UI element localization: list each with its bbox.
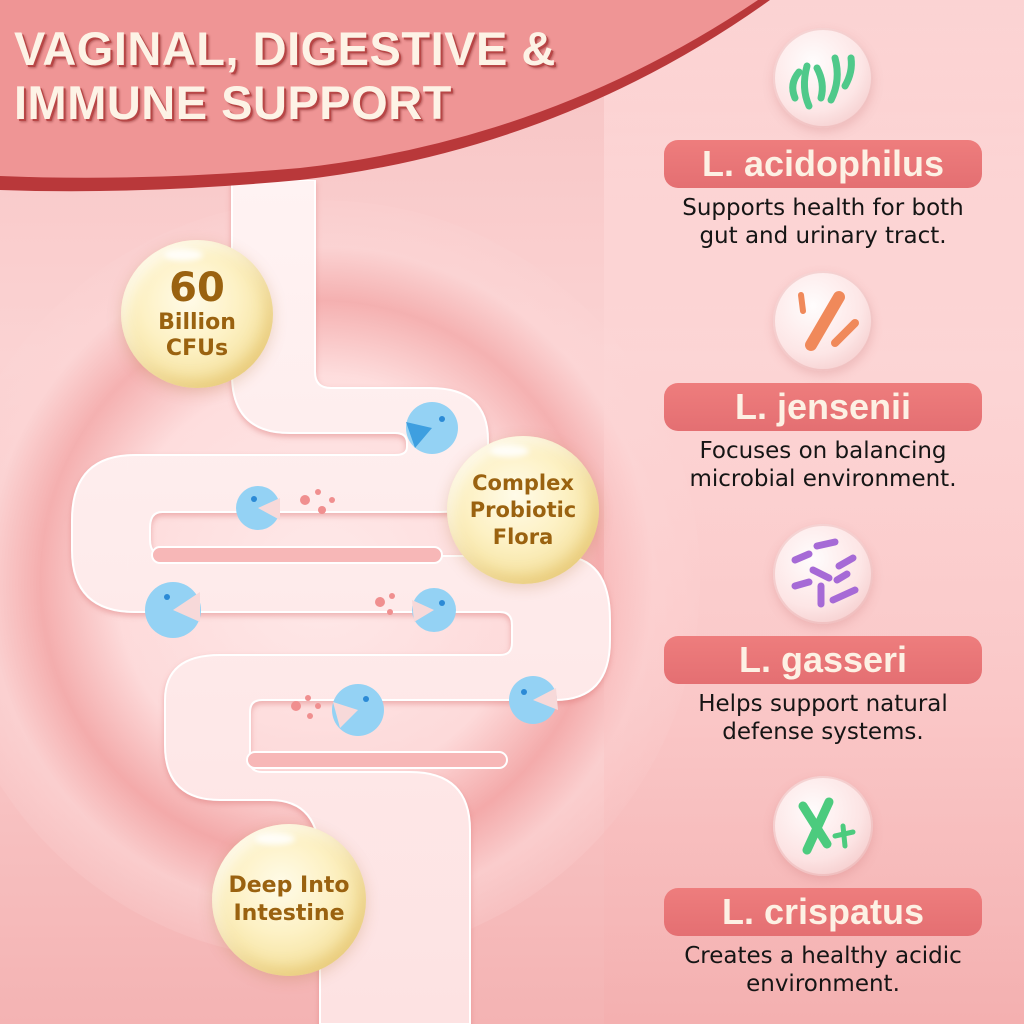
strain-acidophilus: L. acidophilus Supports health for both …: [664, 28, 982, 250]
strain-description: Creates a healthy acidic environment.: [684, 943, 962, 997]
cfu-label-1: Billion: [158, 310, 236, 335]
deep-intestine-badge: Deep Into Intestine: [212, 824, 366, 976]
deep-label-2: Intestine: [233, 901, 345, 926]
strain-gasseri: L. gasseri Helps support natural defense…: [664, 524, 982, 746]
deep-label-1: Deep Into: [228, 873, 350, 898]
strain-name: L. gasseri: [664, 636, 982, 684]
title-line-1: VAGINAL, DIGESTIVE &: [14, 22, 556, 75]
title-line-2: IMMUNE SUPPORT: [14, 76, 452, 129]
strain-jensenii: L. jensenii Focuses on balancing microbi…: [664, 271, 982, 493]
green-rod-bacteria-icon: [773, 28, 873, 128]
strain-name: L. acidophilus: [664, 140, 982, 188]
strain-name: L. crispatus: [664, 888, 982, 936]
strain-name: L. jensenii: [664, 383, 982, 431]
strain-description: Focuses on balancing microbial environme…: [689, 438, 957, 492]
page-title: VAGINAL, DIGESTIVE & IMMUNE SUPPORT: [14, 22, 556, 130]
orange-rod-bacteria-icon: [773, 271, 873, 371]
flora-label-2: Probiotic: [469, 497, 577, 522]
strain-description: Supports health for both gut and urinary…: [682, 195, 964, 249]
molecule-icon: [291, 489, 395, 719]
cfu-label-2: CFUs: [165, 336, 229, 361]
intestine-illustration: [71, 180, 611, 1024]
purple-rod-bacteria-icon: [773, 524, 873, 624]
cfu-number: 60: [169, 265, 225, 311]
green-x-bacteria-icon: [773, 776, 873, 876]
flora-badge: Complex Probiotic Flora: [447, 436, 599, 584]
cfu-badge: 60 Billion CFUs: [121, 240, 273, 388]
flora-label-3: Flora: [492, 524, 554, 549]
strain-description: Helps support natural defense systems.: [698, 691, 948, 745]
flora-label-1: Complex: [472, 470, 574, 495]
strain-crispatus: L. crispatus Creates a healthy acidic en…: [664, 776, 982, 998]
pacman-probiotic-icon: [145, 402, 558, 736]
